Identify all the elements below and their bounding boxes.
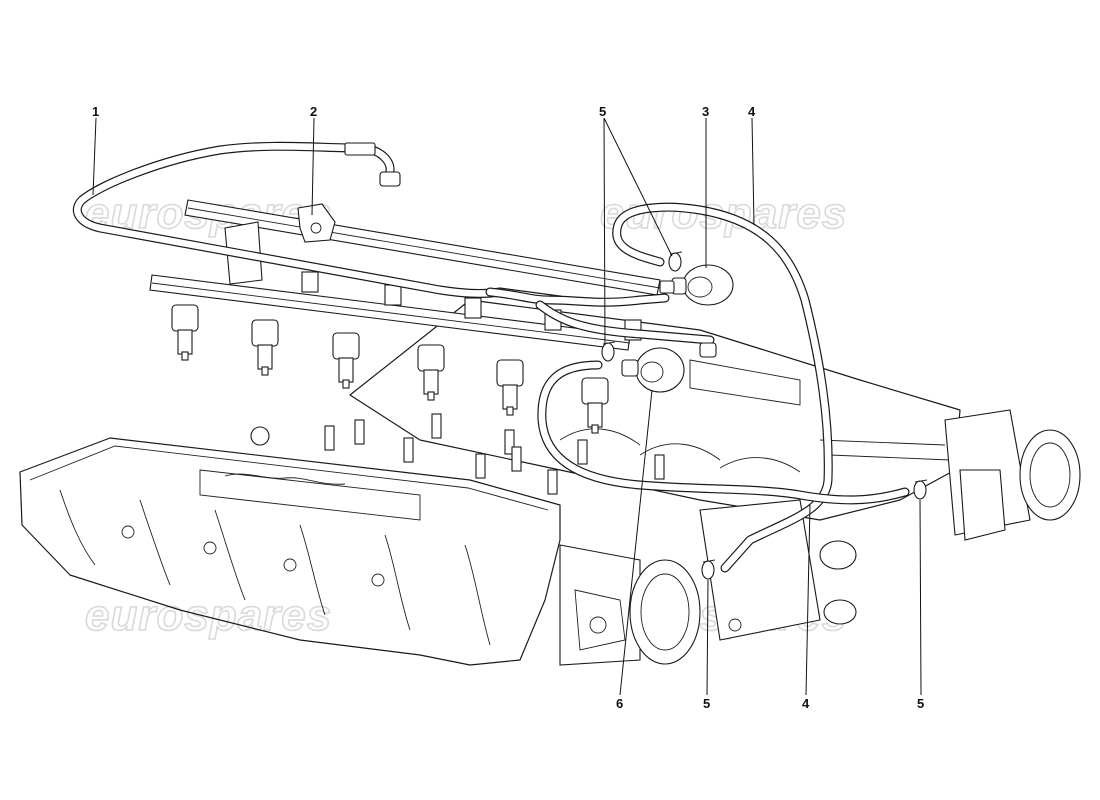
hose-clamp-4 [701, 559, 716, 580]
rail-bracket [297, 203, 336, 243]
callout-5-bottom-center: 5 [703, 696, 710, 711]
callout-4-top: 4 [748, 104, 756, 119]
fuel-return-line [485, 287, 715, 345]
callout-5-bottom-right: 5 [917, 696, 924, 711]
fuel-rail-upper [184, 199, 661, 296]
watermark-bottom-left: eurospares [85, 591, 332, 640]
intake-manifold-right [349, 299, 961, 521]
pressure-regulator-upper [659, 264, 734, 306]
callout-5-top: 5 [599, 104, 606, 119]
callout-6: 6 [616, 696, 623, 711]
hose-clamps [601, 251, 928, 580]
callout-3: 3 [702, 104, 709, 119]
callout-2: 2 [310, 104, 317, 119]
callout-4-bottom: 4 [802, 696, 810, 711]
throttle-body-right [944, 409, 1081, 541]
callout-leaders [92, 117, 922, 696]
hose-clamp-1 [668, 251, 683, 272]
manifold-center-block [699, 499, 857, 641]
callout-1: 1 [92, 104, 99, 119]
callout-labels: 1 2 3 4 5 4 5 5 6 [92, 104, 924, 711]
intake-manifold-left [19, 437, 561, 666]
fuel-hose-feed [73, 141, 565, 305]
hose-clamp-3 [913, 479, 928, 500]
pressure-regulator-lower [621, 342, 717, 393]
vacuum-hose-lower [537, 360, 910, 505]
vacuum-hose [612, 202, 833, 573]
hose-clamp-2 [601, 341, 616, 362]
injectors-lower [171, 304, 609, 434]
manifold-studs [250, 413, 665, 495]
throttle-body-left [559, 544, 701, 666]
